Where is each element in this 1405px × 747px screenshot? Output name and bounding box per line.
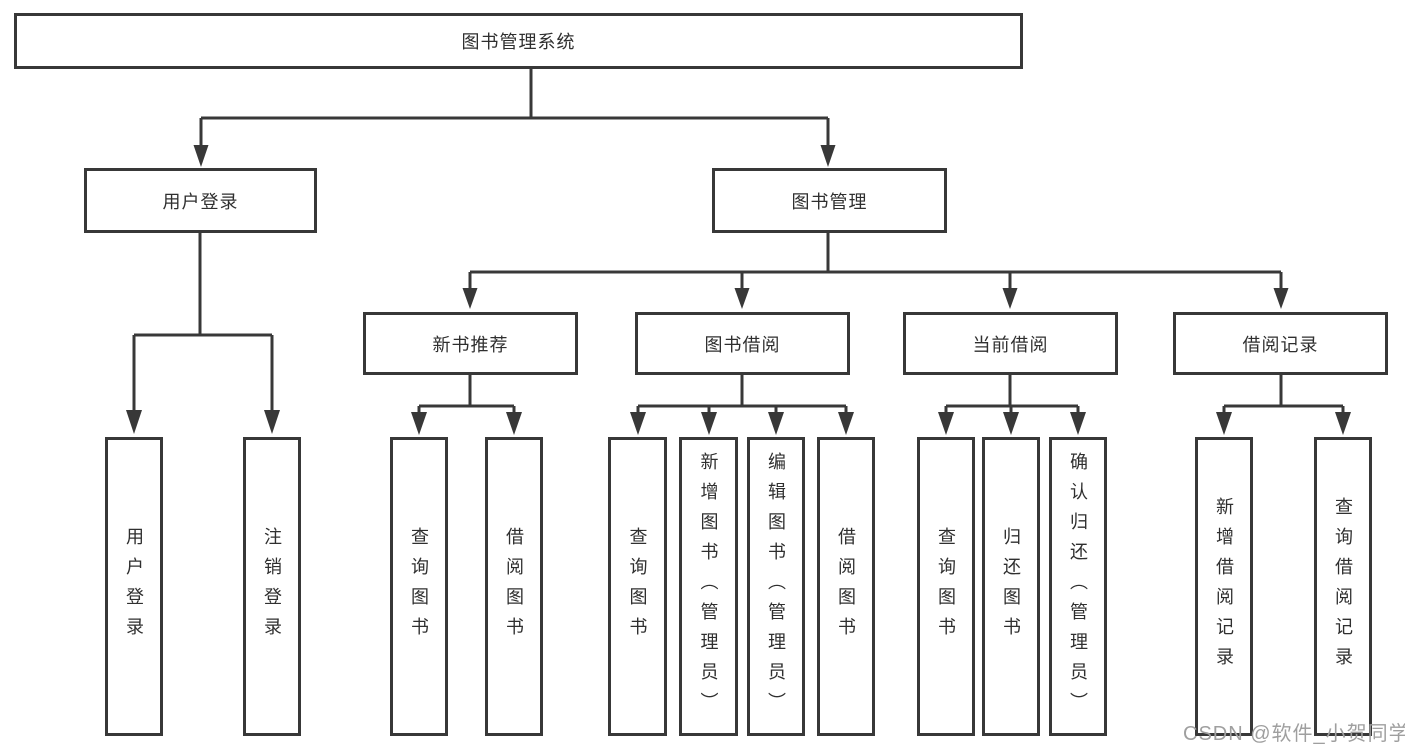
leaf-current-query-books: 查询图书 — [917, 437, 975, 736]
node-user-login: 用户登录 — [84, 168, 317, 233]
leaf-borrowing-borrow-books: 借阅图书 — [817, 437, 875, 736]
leaf-borrowing-query-books-label: 查询图书 — [627, 526, 648, 647]
leaf-borrowing-query-books: 查询图书 — [608, 437, 667, 736]
leaf-recommend-query-books-label: 查询图书 — [409, 526, 429, 647]
leaf-borrowing-add-books-admin: 新增图书（管理员） — [679, 437, 738, 736]
leaf-recommend-borrow-books: 借阅图书 — [485, 437, 543, 736]
leaf-borrowing-edit-books-admin-label: 编辑图书（管理员） — [766, 451, 786, 722]
leaf-current-confirm-return-admin: 确认归还（管理员） — [1049, 437, 1107, 736]
node-borrowing-records: 借阅记录 — [1173, 312, 1388, 375]
leaf-borrowing-add-books-admin-label: 新增图书（管理员） — [698, 451, 719, 722]
node-book-management-label: 图书管理 — [791, 191, 868, 212]
node-root-label: 图书管理系统 — [461, 32, 576, 52]
leaf-borrowing-borrow-books-label: 借阅图书 — [836, 526, 856, 647]
watermark: CSDN @软件_小贺同学 — [1183, 723, 1405, 745]
node-current-borrowing-label: 当前借阅 — [972, 334, 1049, 355]
node-new-book-recommendation: 新书推荐 — [363, 312, 578, 375]
leaf-recommend-borrow-books-label: 借阅图书 — [504, 526, 524, 647]
leaf-user-login: 用户登录 — [105, 437, 163, 736]
leaf-records-add-borrow-record-label: 新增借阅记录 — [1214, 496, 1234, 677]
leaf-current-confirm-return-admin-label: 确认归还（管理员） — [1068, 451, 1088, 722]
leaf-user-login-label: 用户登录 — [124, 526, 144, 647]
leaf-borrowing-edit-books-admin: 编辑图书（管理员） — [747, 437, 805, 736]
node-new-book-recommendation-label: 新书推荐 — [432, 334, 509, 355]
leaf-current-return-books: 归还图书 — [982, 437, 1040, 736]
leaf-logout-login: 注销登录 — [243, 437, 301, 736]
node-borrowing-records-label: 借阅记录 — [1242, 334, 1319, 355]
leaf-logout-login-label: 注销登录 — [262, 526, 282, 647]
leaf-current-query-books-label: 查询图书 — [936, 526, 956, 647]
node-book-borrowing: 图书借阅 — [635, 312, 850, 375]
node-book-management: 图书管理 — [712, 168, 947, 233]
leaf-records-query-borrow-record: 查询借阅记录 — [1314, 437, 1372, 736]
node-root: 图书管理系统 — [14, 13, 1023, 69]
node-user-login-label: 用户登录 — [162, 191, 239, 212]
node-book-borrowing-label: 图书借阅 — [704, 334, 781, 355]
leaf-records-query-borrow-record-label: 查询借阅记录 — [1333, 496, 1353, 677]
leaf-recommend-query-books: 查询图书 — [390, 437, 448, 736]
leaf-records-add-borrow-record: 新增借阅记录 — [1195, 437, 1253, 736]
leaf-current-return-books-label: 归还图书 — [1001, 526, 1021, 647]
node-current-borrowing: 当前借阅 — [903, 312, 1118, 375]
